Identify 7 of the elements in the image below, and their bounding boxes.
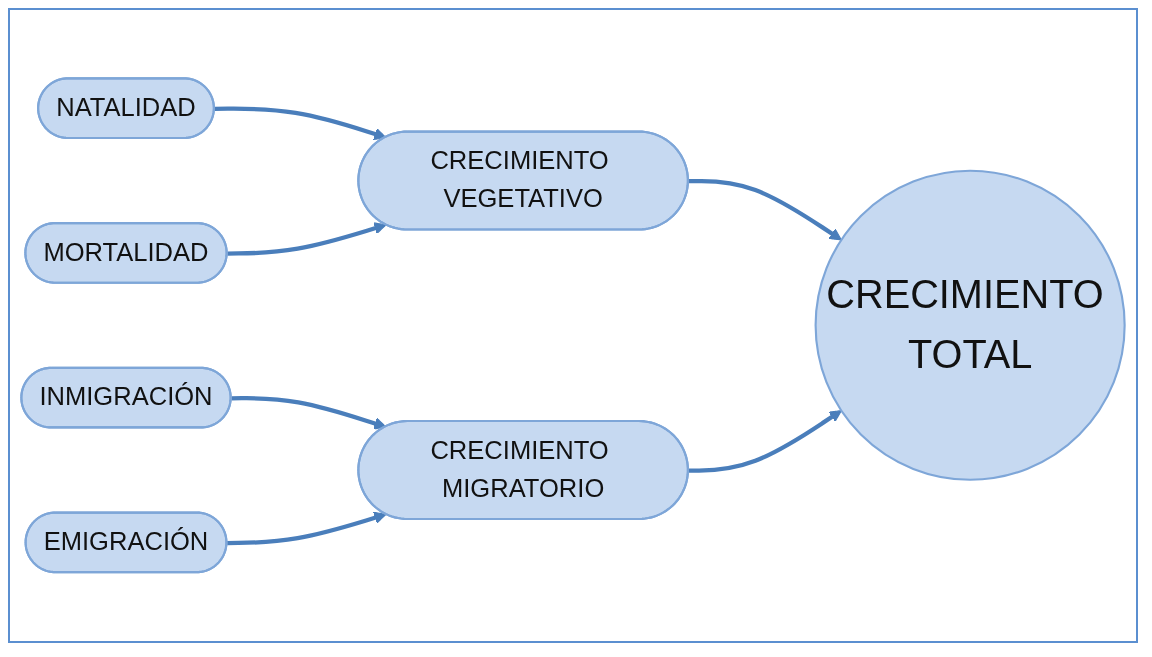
arrow (688, 179, 842, 241)
arrow (231, 396, 387, 430)
arrow (227, 222, 387, 256)
arrow (214, 106, 387, 141)
arrow (227, 511, 387, 546)
arrow (688, 410, 842, 474)
node-circle: CRECIMIENTO TOTAL (814, 169, 1126, 482)
